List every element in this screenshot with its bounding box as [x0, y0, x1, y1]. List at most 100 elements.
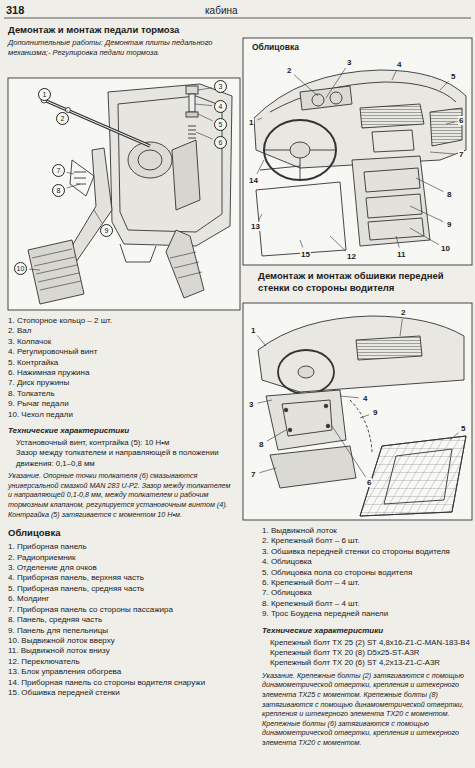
- leader-line: [360, 415, 369, 418]
- callout-number: 8: [258, 440, 264, 449]
- parts-list-item: 6. Молдинг: [8, 594, 236, 604]
- callout-number: 2: [400, 308, 406, 317]
- text-column: 1. Выдвижной лоток2. Крепежный болт – 6 …: [262, 526, 470, 748]
- leader-line: [326, 68, 346, 98]
- parts-list-item: 2. Вал: [8, 326, 236, 336]
- parts-list-item: 2. Радиоприемник: [8, 553, 236, 563]
- section-heading: Демонтаж и монтаж педали тормоза: [8, 24, 236, 36]
- leader-line: [67, 172, 74, 174]
- note-text: Указание. Опорные точки толкателя (6) см…: [8, 471, 236, 519]
- leader-line: [332, 426, 366, 477]
- spec-text: Установочный винт, контргайка (5): 10 Н•…: [8, 438, 236, 448]
- callout-number: 15: [300, 250, 311, 259]
- callout-number: 4: [396, 60, 402, 69]
- parts-list-item: 9. Рычаг педали: [8, 399, 236, 409]
- callout-number: 12: [346, 252, 357, 261]
- leader-line: [259, 214, 262, 220]
- callout-number: 5: [214, 118, 227, 131]
- leader-line: [410, 228, 439, 245]
- text-column: 1. Стопорное кольцо – 2 шт.2. Вал3. Колп…: [8, 316, 236, 698]
- callout-number: 14: [248, 176, 259, 185]
- parts-list-item: 15. Обшивка передней стенки: [8, 688, 236, 698]
- leader-line: [440, 81, 449, 90]
- parts-list-item: 5. Контргайка: [8, 358, 236, 368]
- leader-line: [396, 236, 399, 248]
- leader-line: [195, 104, 212, 106]
- leader-line: [450, 433, 458, 440]
- leader-line: [300, 240, 303, 248]
- callout-number: 11: [396, 250, 406, 259]
- callout-number: 2: [286, 66, 292, 75]
- leader-line: [196, 132, 213, 139]
- spec-text: Зазор между толкателем и направляющей в …: [8, 448, 236, 469]
- note-text: Дополнительные работы: Демонтаж плиты пе…: [8, 38, 236, 58]
- callout-number: 4: [214, 100, 227, 113]
- leader-line: [400, 319, 402, 336]
- parts-list-item: 7. Приборная панель со стороны пассажира: [8, 605, 236, 615]
- leader-line: [267, 430, 286, 441]
- parts-list-item: 6. Крепежный болт – 4 шт.: [262, 578, 470, 588]
- callout-number: 7: [250, 470, 256, 479]
- callout-number: 6: [366, 478, 372, 487]
- leader-line: [330, 236, 346, 251]
- callout-number: 1: [248, 118, 254, 127]
- parts-list-item: 12. Переключатель: [8, 657, 236, 667]
- spec-text: Крепежный болт TX 20 (6) ST 4,2x13-Z1-C-…: [262, 658, 470, 668]
- section-heading: Демонтаж и монтаж обшивки передней стенк…: [258, 270, 466, 294]
- parts-list-item: 13. Блок управления обогрева: [8, 667, 236, 677]
- callout-number: 9: [372, 408, 378, 417]
- parts-list-item: 3. Отделение для очков: [8, 563, 236, 573]
- note-text: Указание. Крепежные болты (2) затягивают…: [262, 671, 470, 748]
- leader-line: [67, 110, 69, 111]
- callout-number: 2: [56, 112, 69, 125]
- callout-number: 3: [214, 80, 227, 93]
- parts-list-item: 9. Трос Боудена передней панели: [262, 609, 470, 619]
- callout-number: 13: [250, 222, 261, 231]
- spec-heading: Технические характеристики: [262, 625, 470, 636]
- callout-number: 8: [446, 190, 452, 199]
- parts-list-item: 7. Облицовка: [262, 588, 470, 598]
- parts-list-item: 8. Панель, средняя часть: [8, 615, 236, 625]
- leader-line: [430, 152, 455, 154]
- parts-list-item: 5. Приборная панель, средняя часть: [8, 584, 236, 594]
- callout-number: 1: [38, 88, 51, 101]
- callout-number: 10: [440, 244, 451, 253]
- parts-list-item: 7. Диск пружины: [8, 378, 236, 388]
- parts-list-item: 8. Толкатель: [8, 389, 236, 399]
- text-column: Демонтаж и монтаж обшивки передней стенк…: [258, 270, 466, 296]
- callout-number: 6: [458, 116, 464, 125]
- leader-line: [94, 210, 102, 223]
- callout-number: 3: [248, 400, 254, 409]
- callout-number: 5: [460, 424, 466, 433]
- parts-list-item: 4. Облицовка: [262, 557, 470, 567]
- brake-pedal-figure: [8, 78, 240, 310]
- leader-line: [392, 70, 396, 80]
- figure-caption: Облицовка: [250, 42, 301, 52]
- parts-list-item: 2. Крепежный болт – 6 шт.: [262, 536, 470, 546]
- leader-line: [259, 468, 276, 473]
- spec-text: Крепежный болт TX 20 (8) D5x25-ST-A3R: [262, 648, 470, 658]
- callout-number: 3: [346, 58, 352, 67]
- page-number: 318: [6, 4, 24, 16]
- callout-number: 1: [250, 326, 256, 335]
- callout-number: 10: [14, 262, 27, 275]
- callout-number: 5: [450, 72, 456, 81]
- callout-number: 6: [214, 136, 227, 149]
- parts-list-item: 8. Крепежный болт – 4 шт.: [262, 599, 470, 609]
- parts-list-item: 9. Панель для пепельницы: [8, 626, 236, 636]
- leader-line: [257, 118, 262, 120]
- header-rule: [4, 18, 471, 19]
- callout-number: 7: [458, 150, 464, 159]
- leader-line: [257, 160, 264, 174]
- spec-text: Крепежный болт TX 25 (2) ST 4,8x16-Z1-C-…: [262, 638, 470, 648]
- leader-line: [258, 400, 272, 403]
- front-wall-trim-figure: [243, 303, 472, 520]
- leader-line: [257, 336, 266, 346]
- parts-list-item: 1. Приборная панель: [8, 542, 236, 552]
- callout-number: 4: [362, 394, 368, 403]
- leader-line: [294, 75, 318, 96]
- leader-line: [67, 184, 80, 188]
- leader-line: [198, 114, 213, 121]
- parts-list-item: 10. Чехол педали: [8, 410, 236, 420]
- callout-number: 7: [52, 164, 65, 177]
